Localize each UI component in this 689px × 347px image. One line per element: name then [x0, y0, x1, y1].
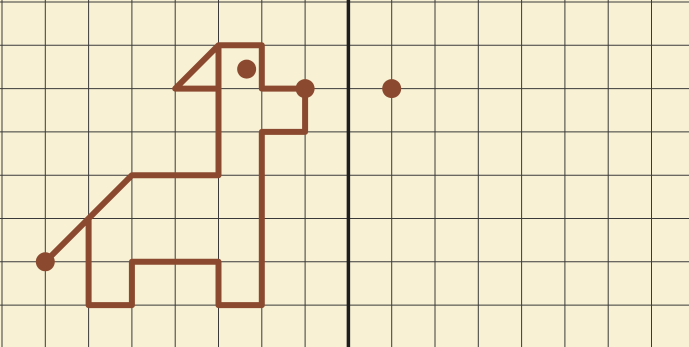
reflection-start-point[interactable]	[382, 79, 401, 98]
drawing-start-point	[36, 252, 55, 271]
drawing-end-point[interactable]	[296, 79, 315, 98]
giraffe-eye-dot	[237, 60, 256, 79]
